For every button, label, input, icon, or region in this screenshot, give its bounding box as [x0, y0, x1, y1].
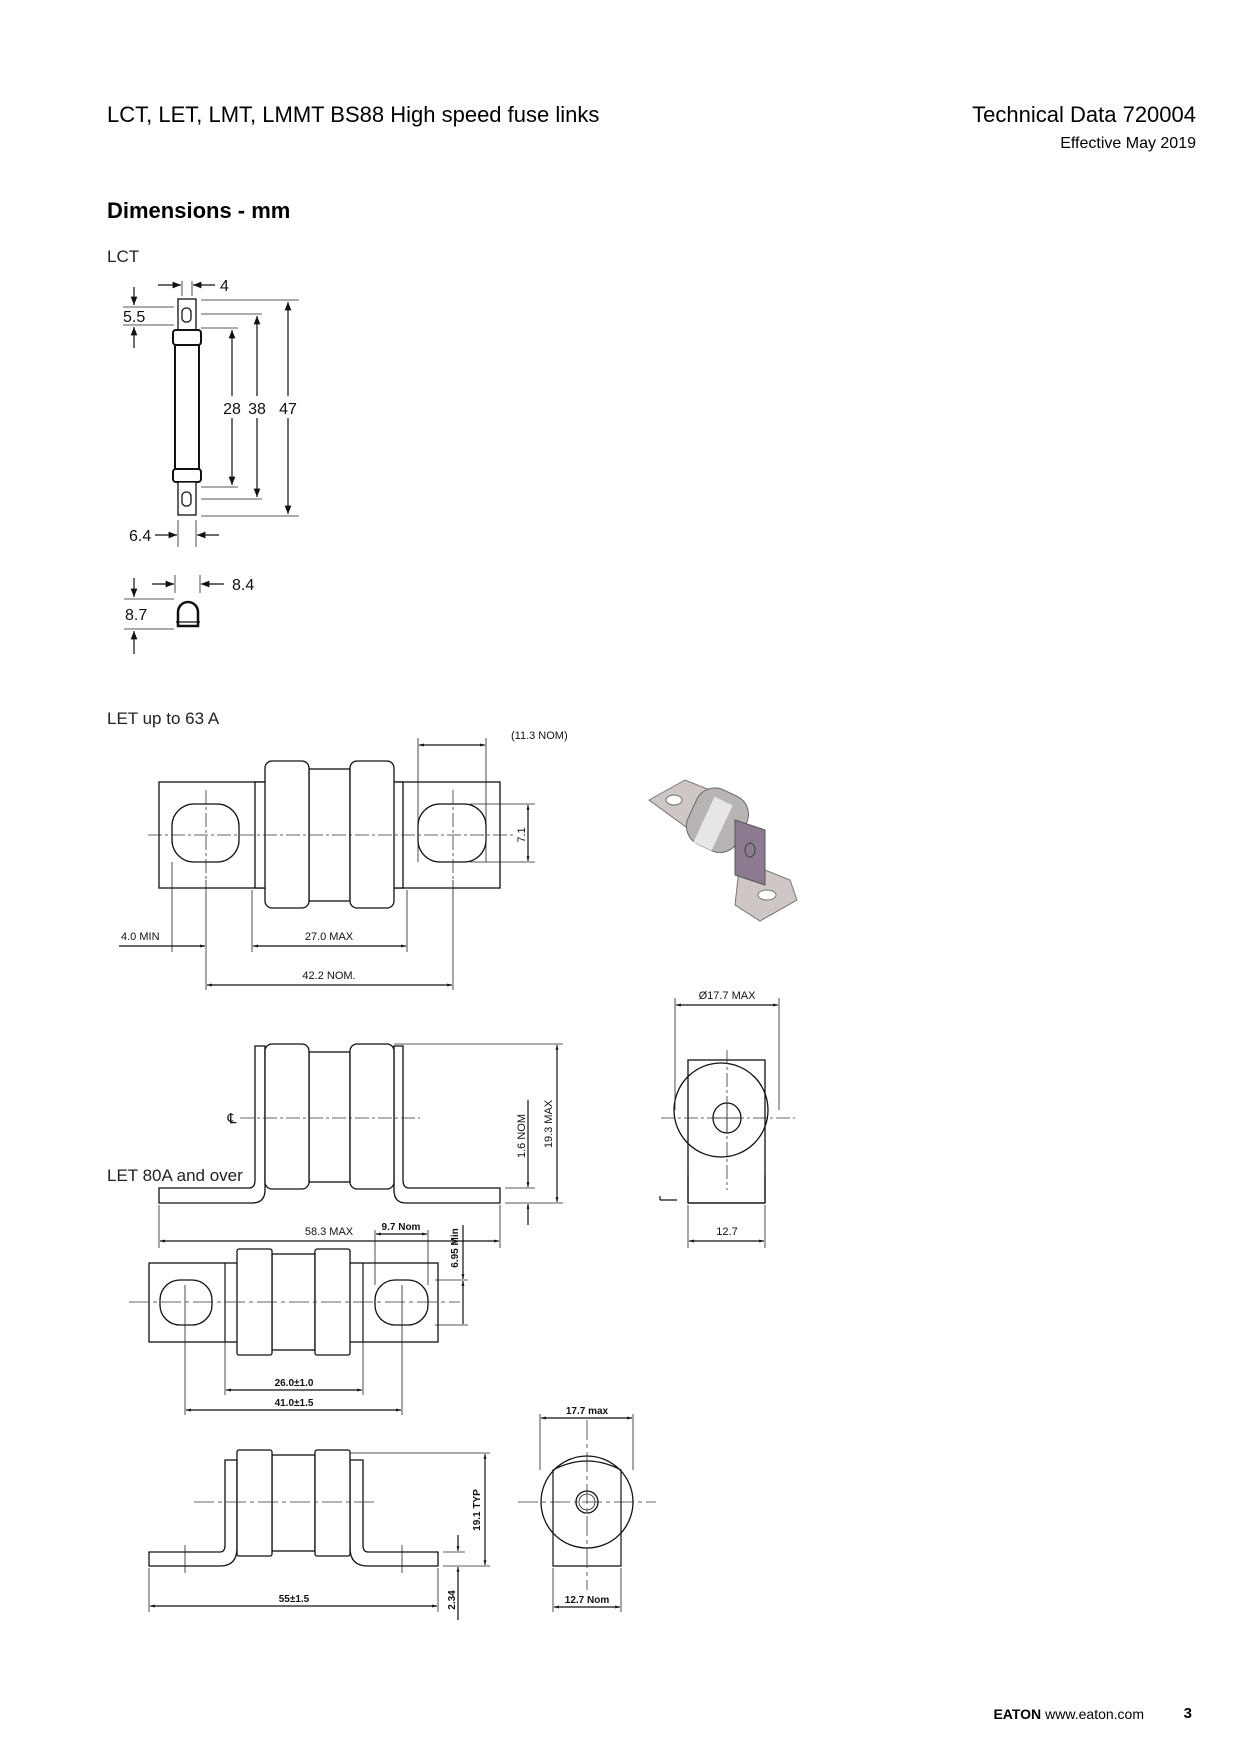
- let63-dim-19-3: 19.3 MAX: [543, 1099, 555, 1148]
- let80-dim-9-7: 9.7 Nom: [382, 1222, 421, 1233]
- lct-dim-4: 4: [220, 278, 229, 295]
- lct-dim-8-7: 8.7: [125, 607, 147, 624]
- section-title: Dimensions - mm: [107, 198, 291, 223]
- let80-drawing: 9.7 Nom 6.95 Min 26.0±1.0 41.0±1.5 19.1 …: [129, 1196, 677, 1620]
- lct-dim-28: 28: [223, 401, 241, 418]
- tech-number: 720004: [1122, 102, 1196, 127]
- lct-dim-8-4: 8.4: [232, 577, 254, 594]
- effective-date: Effective May 2019: [1060, 135, 1196, 152]
- let63-drawing: (11.3 NOM) 7.1 4.0 MIN 27.0 MAX 42.2 NOM…: [119, 730, 798, 1248]
- lct-dim-47: 47: [279, 401, 297, 418]
- technical-data-label: Technical Data 720004: [972, 102, 1196, 128]
- footer-url[interactable]: www.eaton.com: [1045, 1706, 1144, 1722]
- let63-dim-4-0-min: 4.0 MIN: [121, 931, 160, 943]
- let63-dim-27-0: 27.0 MAX: [305, 931, 354, 943]
- let63-dim-11-3: (11.3 NOM): [511, 730, 568, 742]
- let80-dim-19-1: 19.1 TYP: [472, 1489, 483, 1531]
- let63-dim-7-1: 7.1: [516, 827, 528, 842]
- centreline-symbol: ℄: [227, 1110, 237, 1126]
- let80-label: LET 80A and over: [107, 1166, 243, 1185]
- document-title: LCT, LET, LMT, LMMT BS88 High speed fuse…: [107, 102, 600, 127]
- let80-dim-55: 55±1.5: [279, 1594, 310, 1605]
- let80-dim-6-95: 6.95 Min: [450, 1228, 461, 1267]
- let63-dim-58-3: 58.3 MAX: [305, 1226, 354, 1238]
- footer-brand: EATON: [993, 1706, 1042, 1722]
- let80-dim-26-0: 26.0±1.0: [275, 1378, 314, 1389]
- lct-drawing: 28 38 47 4 5.5 6.4 8.4 8.7: [123, 278, 299, 654]
- let63-dim-1-6: 1.6 NOM: [516, 1114, 528, 1158]
- lct-dim-5-5: 5.5: [123, 309, 145, 326]
- tech-label: Technical Data: [972, 102, 1117, 127]
- let80-dim-17-7: 17.7 max: [566, 1406, 609, 1417]
- lct-dim-38: 38: [248, 401, 266, 418]
- let63-dim-42-2: 42.2 NOM.: [302, 970, 355, 982]
- let80-dim-41-0: 41.0±1.5: [275, 1398, 314, 1409]
- let80-dim-2-34: 2.34: [447, 1590, 458, 1610]
- lct-dim-6-4: 6.4: [129, 528, 151, 545]
- page-number: 3: [1183, 1705, 1192, 1722]
- let63-3d-image: [648, 779, 798, 922]
- let63-dim-12-7: 12.7: [716, 1226, 737, 1238]
- let80-dim-12-7: 12.7 Nom: [565, 1595, 610, 1606]
- let63-label: LET up to 63 A: [107, 709, 220, 728]
- lct-label: LCT: [107, 247, 140, 266]
- let63-dim-17-7: Ø17.7 MAX: [699, 990, 757, 1002]
